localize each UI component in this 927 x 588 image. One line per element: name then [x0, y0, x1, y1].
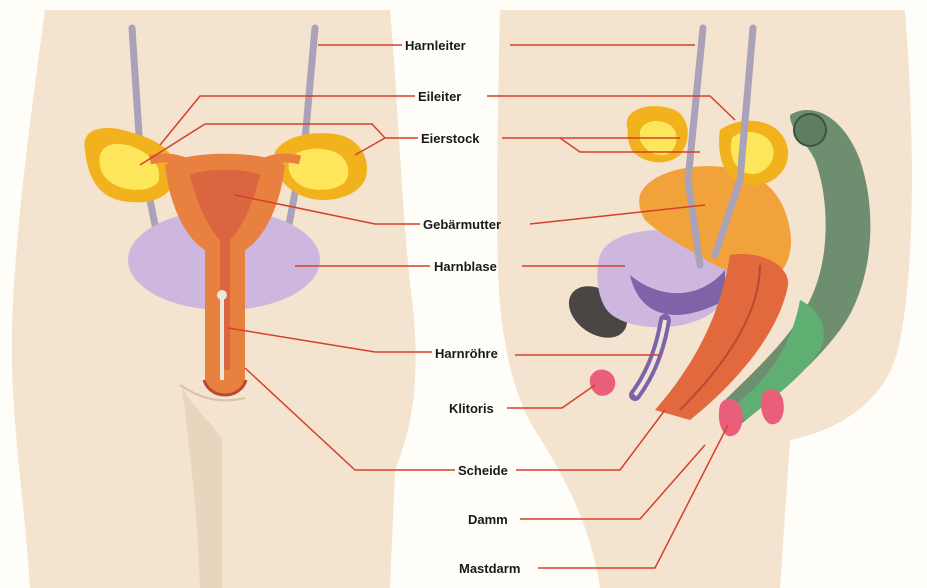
- label-eileiter: Eileiter: [418, 89, 461, 104]
- label-gebaermutter: Gebärmutter: [423, 217, 501, 232]
- side-rectum-cross-section: [794, 114, 826, 146]
- label-harnroehre: Harnröhre: [435, 346, 498, 361]
- label-scheide: Scheide: [458, 463, 508, 478]
- label-damm: Damm: [468, 512, 508, 527]
- label-mastdarm: Mastdarm: [459, 561, 520, 576]
- label-eierstock: Eierstock: [421, 131, 480, 146]
- front-urethra-opening: [217, 290, 227, 300]
- label-harnblase: Harnblase: [434, 259, 497, 274]
- label-klitoris: Klitoris: [449, 401, 494, 416]
- label-harnleiter: Harnleiter: [405, 38, 466, 53]
